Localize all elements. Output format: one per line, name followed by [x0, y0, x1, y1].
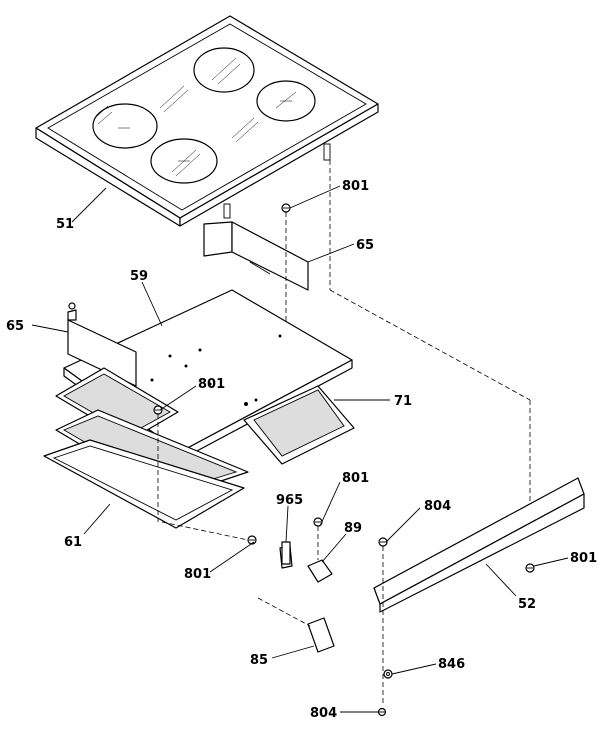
bracket-part-65-right: [203, 221, 309, 291]
assembly-lines: [157, 160, 531, 706]
part-965-clip: [281, 541, 291, 565]
cap-part-85: [307, 617, 335, 653]
screw-801-top: [281, 203, 291, 213]
lower-tray-part-61: [43, 409, 249, 529]
callout-801-right: 801: [342, 471, 369, 486]
callout-804-top: 804: [424, 499, 451, 514]
callout-89: 89: [344, 521, 362, 536]
callout-52: 52: [518, 597, 536, 612]
screw-804-bottom: [377, 707, 387, 717]
callout-61: 61: [64, 535, 82, 550]
callout-59: 59: [130, 269, 148, 284]
callout-846: 846: [438, 657, 465, 672]
callout-965: 965: [276, 493, 303, 508]
callout-51: 51: [56, 217, 74, 232]
callout-65-right: 65: [356, 238, 374, 253]
callout-71: 71: [394, 394, 412, 409]
screw-804-top: [378, 537, 388, 547]
screw-801-far: [525, 563, 535, 573]
callout-801-left: 801: [184, 567, 211, 582]
front-trim-part-52: [373, 477, 585, 613]
screw-801-left: [247, 535, 257, 545]
callout-804-bottom: 804: [310, 706, 337, 721]
cooktop-glass-part-51: [35, 15, 379, 227]
callout-85: 85: [250, 653, 268, 668]
element-tray-part-71: [55, 367, 355, 465]
callout-labels: 51 801 65 59 65 801 71 801 965 804 89 61…: [6, 179, 597, 721]
screw-846: [383, 669, 393, 679]
bracket-part-65-left: [67, 302, 137, 387]
callout-801-top: 801: [342, 179, 369, 194]
callout-801-far: 801: [570, 551, 597, 566]
callout-65-left: 65: [6, 319, 24, 334]
callout-801-mid: 801: [198, 377, 225, 392]
leader-lines: [31, 185, 569, 713]
